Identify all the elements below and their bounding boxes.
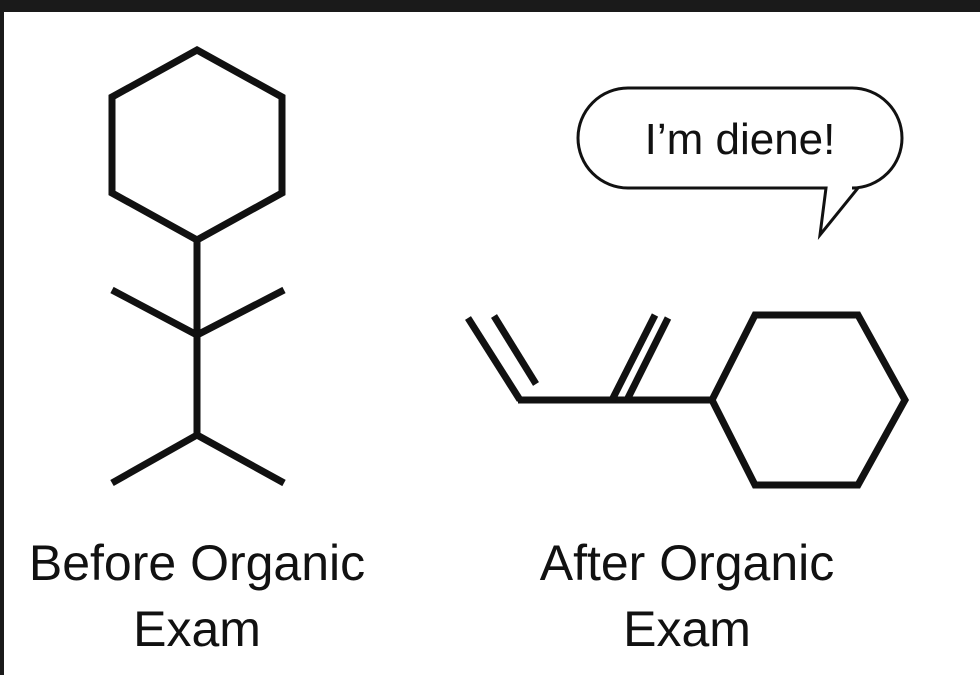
caption-before: Before Organic Exam bbox=[0, 530, 407, 662]
left-leg-bond bbox=[110, 431, 199, 487]
speech-bubble-text: I’m diene! bbox=[645, 115, 836, 164]
vinyl-double-bond bbox=[491, 314, 539, 386]
arms-bonds bbox=[110, 286, 286, 339]
speech-bubble bbox=[576, 86, 904, 241]
caption-after-line2: Exam bbox=[623, 601, 751, 657]
stick-figure-molecule-before bbox=[108, 46, 286, 487]
caption-before-line2: Exam bbox=[133, 601, 261, 657]
caption-before-line1: Before Organic bbox=[28, 535, 366, 591]
diene-molecule-after bbox=[465, 311, 909, 489]
cyclohexane-head bbox=[108, 46, 286, 244]
cyclohexane-ring bbox=[708, 311, 909, 489]
methylene-double-bond bbox=[624, 316, 672, 400]
caption-after: After Organic Exam bbox=[477, 530, 897, 662]
right-leg-bond bbox=[195, 431, 286, 487]
vinyl-bond bbox=[465, 316, 523, 402]
methylene-bond bbox=[608, 313, 659, 402]
caption-after-line1: After Organic bbox=[539, 535, 835, 591]
